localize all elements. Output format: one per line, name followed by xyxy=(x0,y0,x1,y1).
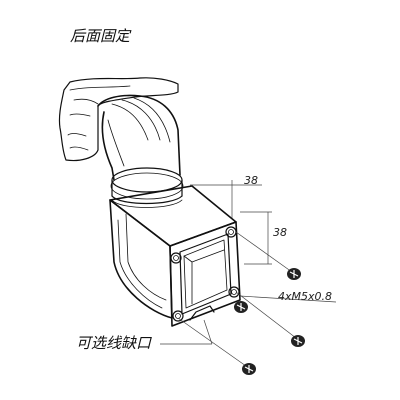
screw-spec-label: 4xM5x0.8 xyxy=(278,290,332,303)
diagram-title: 后面固定 xyxy=(70,27,132,45)
screw-icon xyxy=(291,335,305,347)
mounting-surface xyxy=(58,77,179,162)
dimension-width-label: 38 xyxy=(244,174,258,187)
screw-leaders xyxy=(177,231,337,367)
dimension-height: 38 xyxy=(240,211,287,265)
dimension-width: 38 xyxy=(190,174,262,218)
cable xyxy=(97,94,184,208)
connector-housing xyxy=(109,185,241,327)
dimension-height-label: 38 xyxy=(273,226,287,239)
screw-icon xyxy=(242,363,256,375)
notch-callout: 可选线缺口 xyxy=(76,319,213,352)
notch-callout-label: 可选线缺口 xyxy=(76,334,152,352)
screw-icon xyxy=(287,268,301,280)
screw-icon xyxy=(234,301,248,313)
